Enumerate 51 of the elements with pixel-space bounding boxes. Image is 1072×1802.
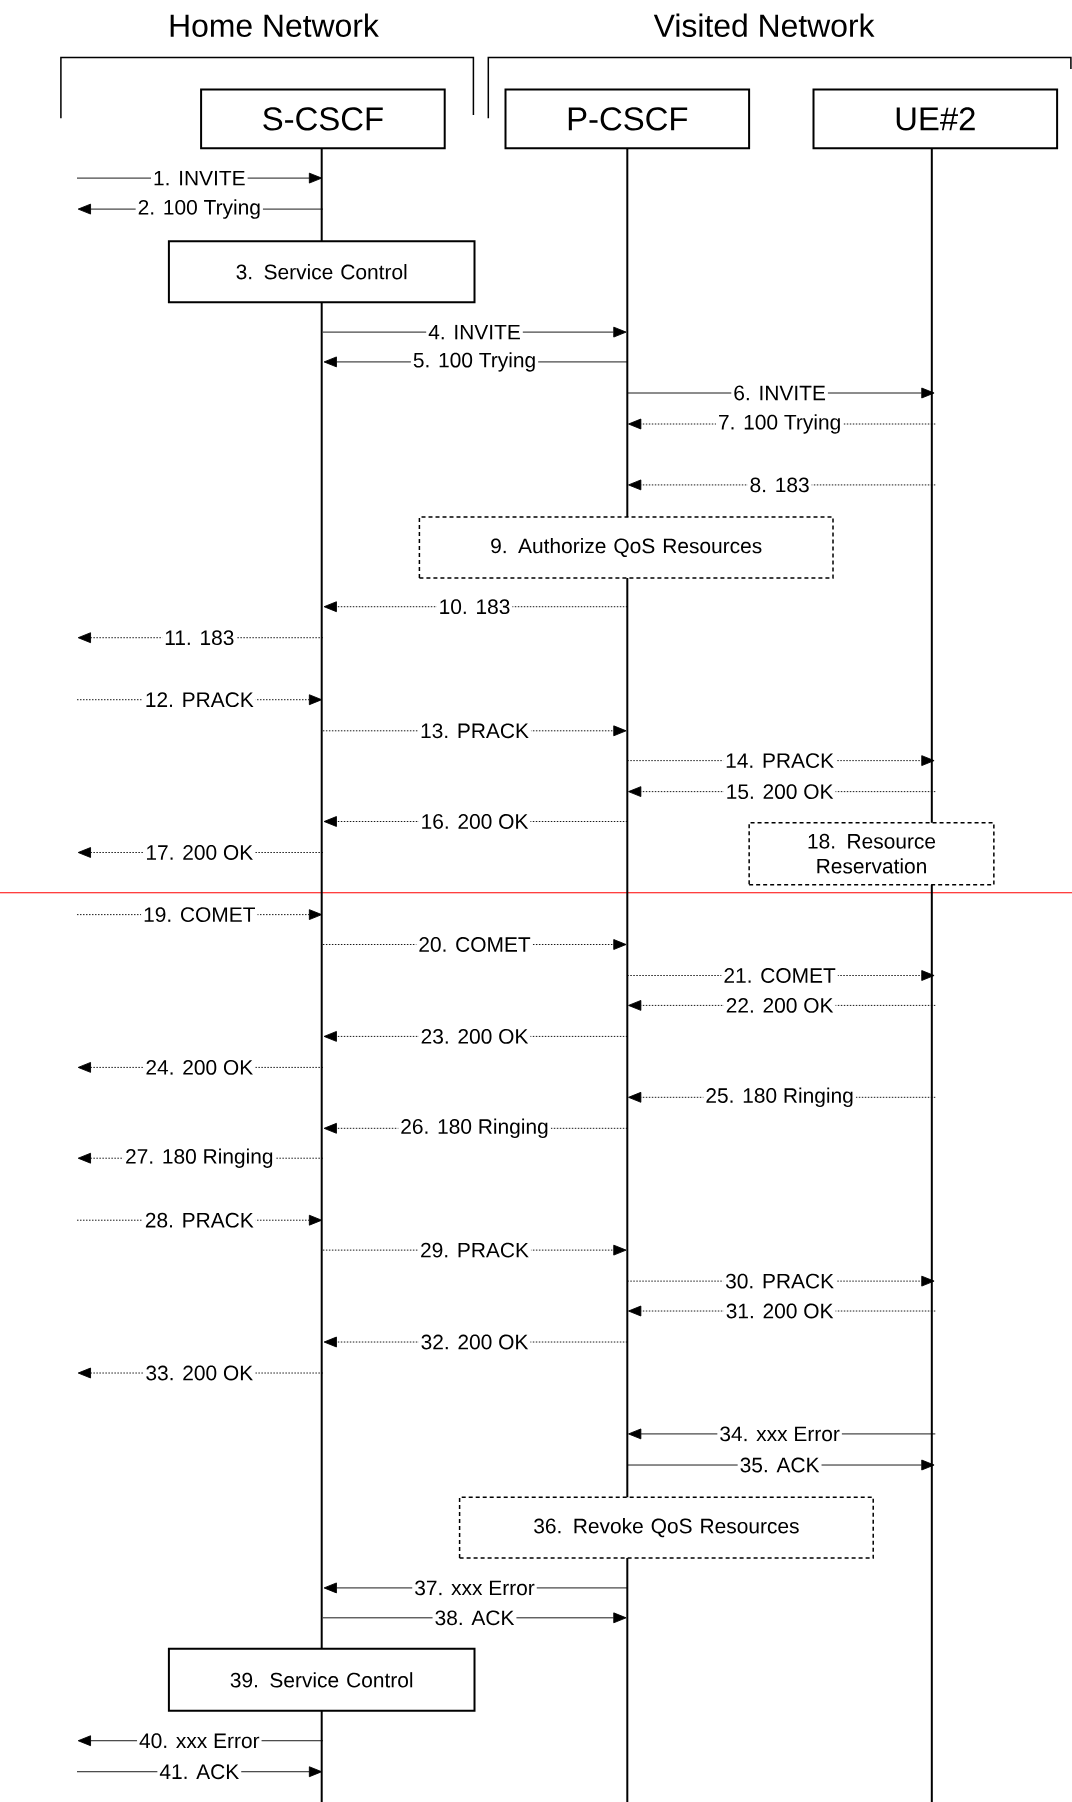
edge-label: 38. ACK bbox=[432, 1608, 517, 1628]
edge-label: 29. PRACK bbox=[418, 1240, 531, 1260]
edge-label: 35. ACK bbox=[737, 1455, 822, 1475]
message-arrow bbox=[322, 725, 627, 737]
message-arrow bbox=[628, 1000, 936, 1011]
edge-label: 23. 200 OK bbox=[418, 1027, 531, 1046]
edge-label: 34. xxx Error bbox=[717, 1424, 842, 1444]
participant-box: UE#2 bbox=[812, 88, 1059, 150]
edge-label: 27. 180 Ringing bbox=[123, 1146, 276, 1170]
group-title: Visited Network bbox=[653, 13, 875, 37]
edge-label: 4. INVITE bbox=[426, 322, 523, 342]
edge-label: 20. COMET bbox=[416, 935, 533, 954]
edge-label: 32. 200 OK bbox=[418, 1332, 531, 1352]
edge-label: 12. PRACK bbox=[142, 690, 256, 710]
edge-label: 6. INVITE bbox=[731, 383, 828, 403]
edge-label: 26. 180 Ringing bbox=[398, 1116, 551, 1141]
edge-label: 7. 100 Trying bbox=[715, 412, 844, 436]
edge-label: 31. 200 OK bbox=[723, 1301, 836, 1321]
edge-label: 41. ACK bbox=[157, 1762, 242, 1782]
edge-label: 37. xxx Error bbox=[412, 1578, 537, 1598]
process-box: 3. Service Control bbox=[167, 240, 476, 304]
edge-label: 17. 200 OK bbox=[143, 843, 256, 862]
edge-label: 30. PRACK bbox=[723, 1271, 837, 1291]
edge-label: 16. 200 OK bbox=[418, 812, 531, 831]
edge-label: 11. 183 bbox=[162, 628, 237, 648]
edge-label: 24. 200 OK bbox=[143, 1058, 256, 1077]
edge-label: 25. 180 Ringing bbox=[703, 1085, 856, 1110]
process-box: 9. Authorize QoS Resources bbox=[418, 516, 834, 579]
message-arrow bbox=[628, 479, 936, 491]
edge-label: 15. 200 OK bbox=[723, 782, 836, 801]
participant-box: S-CSCF bbox=[200, 88, 446, 150]
edge-label: 21. COMET bbox=[721, 966, 838, 985]
process-box: 18. Resource Reservation bbox=[748, 821, 995, 886]
edge-label: 33. 200 OK bbox=[143, 1363, 256, 1383]
edge-label: 13. PRACK bbox=[418, 721, 531, 741]
edge-label: 10. 183 bbox=[436, 597, 513, 617]
process-box: 36. Revoke QoS Resources bbox=[458, 1496, 874, 1559]
edge-label: 40. xxx Error bbox=[137, 1731, 262, 1751]
edge-label: 2. 100 Trying bbox=[135, 197, 263, 221]
edge-label: 28. PRACK bbox=[142, 1210, 256, 1230]
message-arrow bbox=[628, 786, 936, 797]
edge-label: 5. 100 Trying bbox=[410, 350, 539, 374]
group-title: Home Network bbox=[170, 13, 379, 37]
edge-label: 14. PRACK bbox=[723, 751, 837, 770]
participant-box: P-CSCF bbox=[504, 88, 751, 150]
edge-label: 8. 183 bbox=[747, 475, 812, 495]
message-arrow bbox=[323, 601, 628, 613]
edge-label: 22. 200 OK bbox=[723, 996, 836, 1015]
edge-label: 19. COMET bbox=[141, 905, 258, 924]
edge-label: 1. INVITE bbox=[151, 168, 248, 188]
process-box: 39. Service Control bbox=[167, 1647, 476, 1712]
